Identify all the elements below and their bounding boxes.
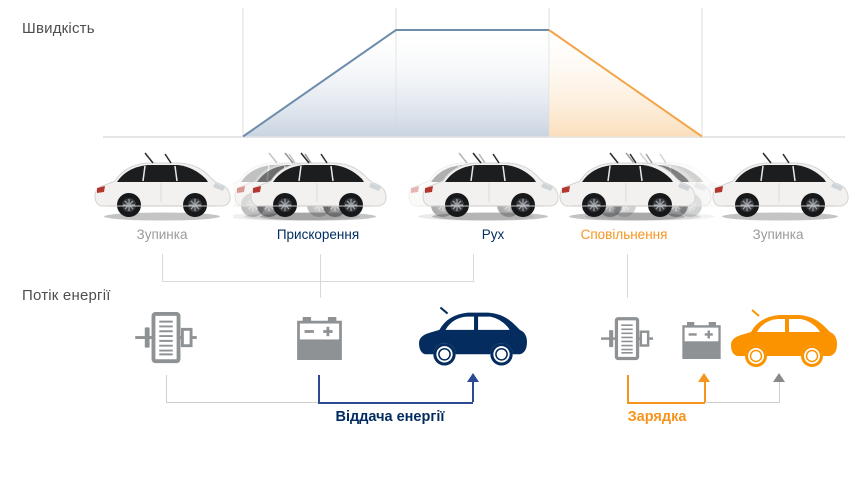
charge-line-to-car — [705, 402, 780, 403]
battery-icon — [682, 322, 721, 359]
speed-section-title: Швидкість — [22, 20, 95, 37]
charge-line-to-battery — [704, 381, 706, 402]
connector-line — [162, 254, 163, 281]
phase-label-acceleration: Прискорення — [276, 227, 360, 242]
car-discharge-icon — [417, 306, 529, 368]
charge-arrow-icon — [698, 373, 710, 382]
discharge-line-motor — [166, 402, 318, 403]
battery-icon — [297, 317, 342, 360]
discharge-arrow-icon — [467, 373, 479, 382]
charge-label: Зарядка — [627, 409, 687, 425]
discharge-line-motor — [166, 375, 167, 402]
connector-line — [627, 254, 628, 298]
charge-line-motor — [627, 375, 629, 402]
discharge-line-to-car — [472, 381, 474, 402]
car-stop-2 — [712, 152, 849, 222]
phase-label-cruise: Рух — [481, 227, 505, 242]
charge-car-arrow-icon — [773, 373, 785, 382]
speed-chart — [103, 8, 845, 138]
car-stop-1 — [94, 152, 231, 222]
charge-line-motor — [627, 402, 705, 404]
phase-label-stop-2: Зупинка — [752, 227, 804, 242]
phase-label-deceleration: Сповільнення — [580, 227, 668, 242]
charge-line-to-car — [779, 381, 780, 402]
connector-line — [473, 254, 474, 281]
discharge-label: Віддача енергії — [335, 409, 445, 425]
discharge-line-battery — [318, 375, 320, 402]
car-accelerating — [233, 152, 387, 222]
connector-line — [320, 254, 321, 298]
electric-motor-icon — [135, 311, 197, 364]
phase-label-stop-1: Зупинка — [136, 227, 188, 242]
connector-line — [162, 281, 474, 282]
flow-section-title: Потік енергії — [22, 287, 111, 304]
discharge-line-battery — [318, 402, 473, 404]
car-charge-icon — [729, 309, 839, 369]
electric-motor-icon — [601, 317, 653, 361]
